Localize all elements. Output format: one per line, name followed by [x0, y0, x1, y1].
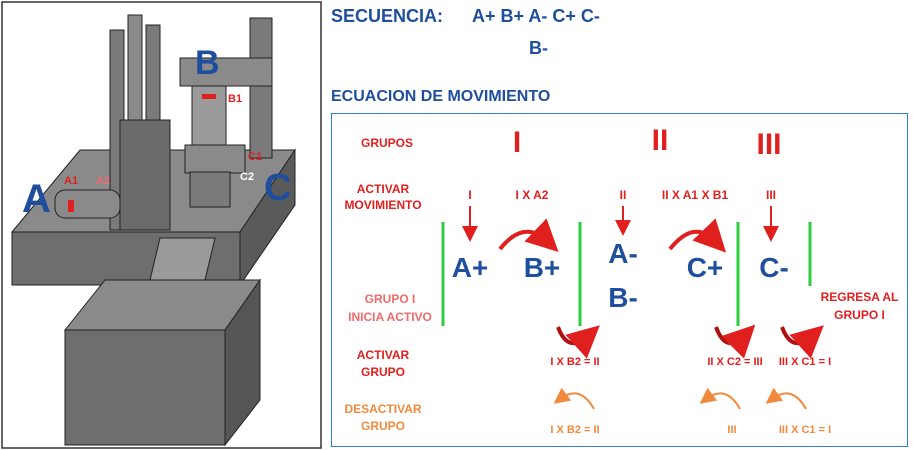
activate-eq-1: I X B2 = II	[550, 356, 600, 368]
deactivate-loop-2	[699, 387, 741, 410]
movement-b-plus: B+	[523, 252, 561, 283]
label-c2: C2	[240, 171, 254, 183]
row-label-regresa-1: REGRESA AL	[820, 290, 899, 304]
label-a: A	[22, 177, 51, 221]
activate-eq-2: II X C2 = III	[707, 356, 763, 368]
row-label-activar-mov-1: ACTIVAR	[356, 182, 410, 196]
activate-loop-2	[714, 324, 756, 359]
row-label-desactivar-1: DESACTIVAR	[344, 402, 422, 416]
sequence-line-1: A+ B+ A- C+ C-	[472, 6, 600, 26]
label-c1: C1	[248, 151, 262, 163]
activate-loop-3	[780, 325, 824, 359]
deactivate-loop-3	[765, 387, 807, 410]
equation-title: ECUACION DE MOVIMIENTO	[331, 88, 551, 105]
trigger-4: II X A1 X B1	[661, 188, 729, 202]
sequence-title: SECUENCIA:	[331, 6, 444, 26]
label-c: C	[264, 167, 291, 209]
deactivate-eq-3: III X C1 = I	[778, 424, 832, 436]
row-label-activar-grupo-2: GRUPO	[360, 365, 405, 379]
trigger-2: I X A2	[515, 188, 549, 202]
deactivate-eq-2: III	[727, 424, 737, 436]
machine-illustration: A B C A1 A2 B1 B2 C1 C2	[1, 1, 322, 449]
group-i: I	[512, 126, 522, 159]
trigger-1: I	[468, 188, 472, 202]
movement-a-minus: A-	[608, 238, 638, 269]
activate-eq-3: III X C1 = I	[778, 356, 832, 368]
row-label-desactivar-2: GRUPO	[360, 419, 405, 433]
group-iii: III	[756, 128, 782, 161]
movement-b-minus: B-	[608, 282, 638, 313]
curve-arrow-2	[668, 218, 727, 253]
deactivate-loop-1	[553, 387, 595, 410]
equation-panel: GRUPOS ACTIVAR MOVIMIENTO GRUPO I INICIA…	[331, 113, 908, 447]
row-label-grupos: GRUPOS	[360, 136, 413, 150]
label-a2: A2	[96, 175, 110, 187]
label-b1: B1	[228, 93, 242, 105]
label-b: B	[195, 44, 220, 82]
row-label-activar-mov-2: MOVIMIENTO	[344, 198, 422, 212]
sequence-line-2: B-	[529, 38, 548, 58]
trigger-3: II	[619, 188, 627, 202]
row-label-regresa-2: GRUPO I	[834, 308, 885, 322]
label-b2: B2	[228, 124, 242, 136]
row-label-grupo-i-2: INICIA ACTIVO	[348, 310, 432, 324]
group-ii: II	[651, 124, 669, 157]
row-label-activar-grupo-1: ACTIVAR	[356, 348, 410, 362]
movement-c-plus: C+	[686, 252, 724, 283]
label-a1: A1	[64, 175, 78, 187]
trigger-5: III	[765, 188, 776, 202]
movement-c-minus: C-	[759, 252, 789, 283]
movement-a-plus: A+	[451, 252, 489, 283]
row-label-grupo-i-1: GRUPO I	[364, 292, 416, 306]
deactivate-eq-1: I X B2 = II	[550, 424, 600, 436]
curve-arrow-1	[498, 218, 559, 253]
activate-loop-1	[556, 325, 600, 359]
flow-diagram	[441, 206, 824, 410]
